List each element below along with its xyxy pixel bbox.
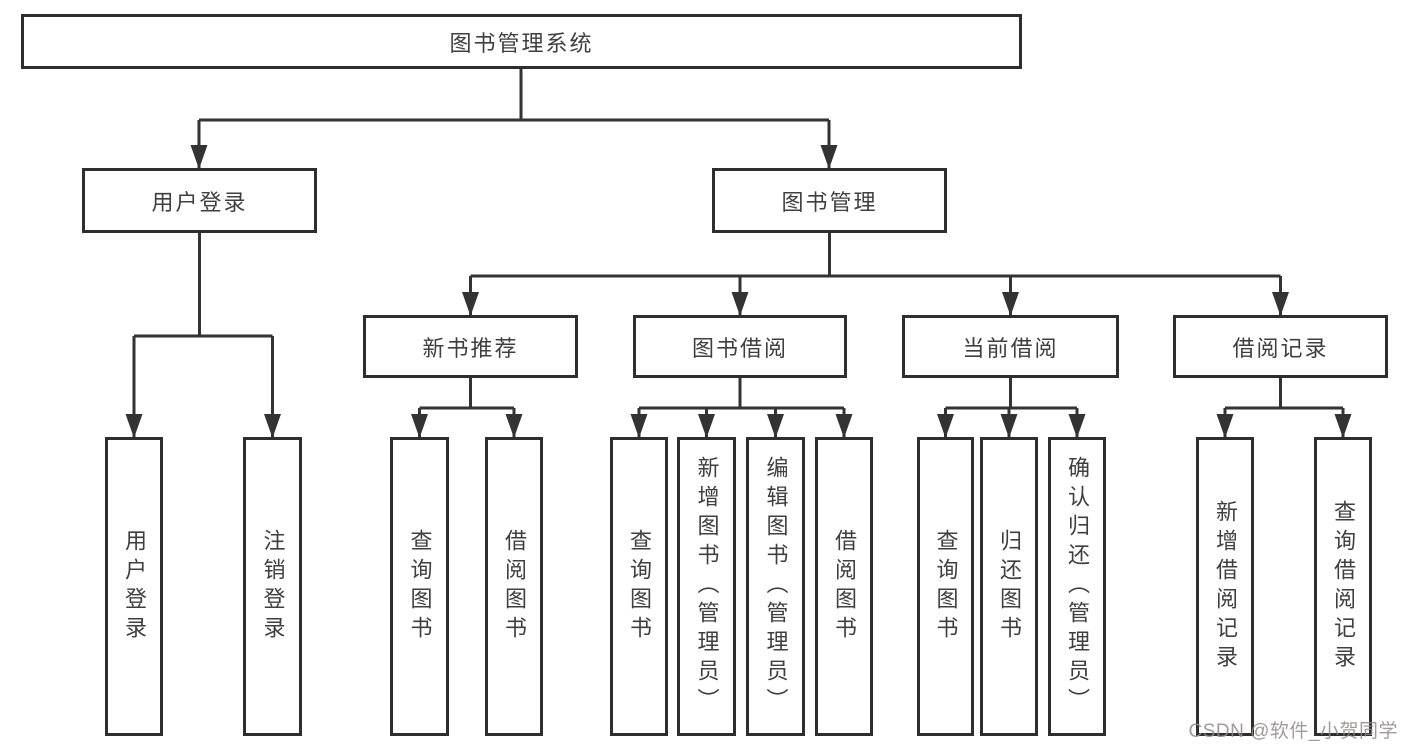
leaf-bb-add-book-admin: 新增图书（管理员） — [677, 437, 736, 736]
node-book-borrow: 图书借阅 — [633, 315, 847, 378]
leaf-br-add-record: 新增借阅记录 — [1196, 437, 1254, 736]
leaf-nb-query-book: 查询图书 — [390, 437, 449, 736]
leaf-bb-query-book: 查询图书 — [610, 437, 668, 736]
leaf-br-query-record: 查询借阅记录 — [1314, 437, 1372, 736]
leaf-cb-query-book: 查询图书 — [917, 437, 974, 736]
node-root: 图书管理系统 — [21, 14, 1022, 69]
leaf-nb-borrow-book: 借阅图书 — [485, 437, 543, 736]
node-user-login: 用户登录 — [82, 168, 317, 233]
watermark: CSDN @软件_小贺同学 — [1188, 721, 1398, 742]
leaf-logout: 注销登录 — [243, 437, 302, 736]
leaf-cb-return-book: 归还图书 — [980, 437, 1038, 736]
node-book-management: 图书管理 — [712, 168, 947, 233]
leaf-user-login: 用户登录 — [105, 437, 163, 736]
connector-trunks — [134, 68, 1343, 410]
node-borrow-records: 借阅记录 — [1173, 315, 1388, 378]
leaf-cb-confirm-return-admin: 确认归还（管理员） — [1048, 437, 1106, 736]
node-current-borrow: 当前借阅 — [902, 315, 1119, 378]
node-new-book-recommend: 新书推荐 — [363, 315, 578, 378]
leaf-bb-edit-book-admin: 编辑图书（管理员） — [746, 437, 805, 736]
leaf-bb-borrow-book: 借阅图书 — [815, 437, 873, 736]
